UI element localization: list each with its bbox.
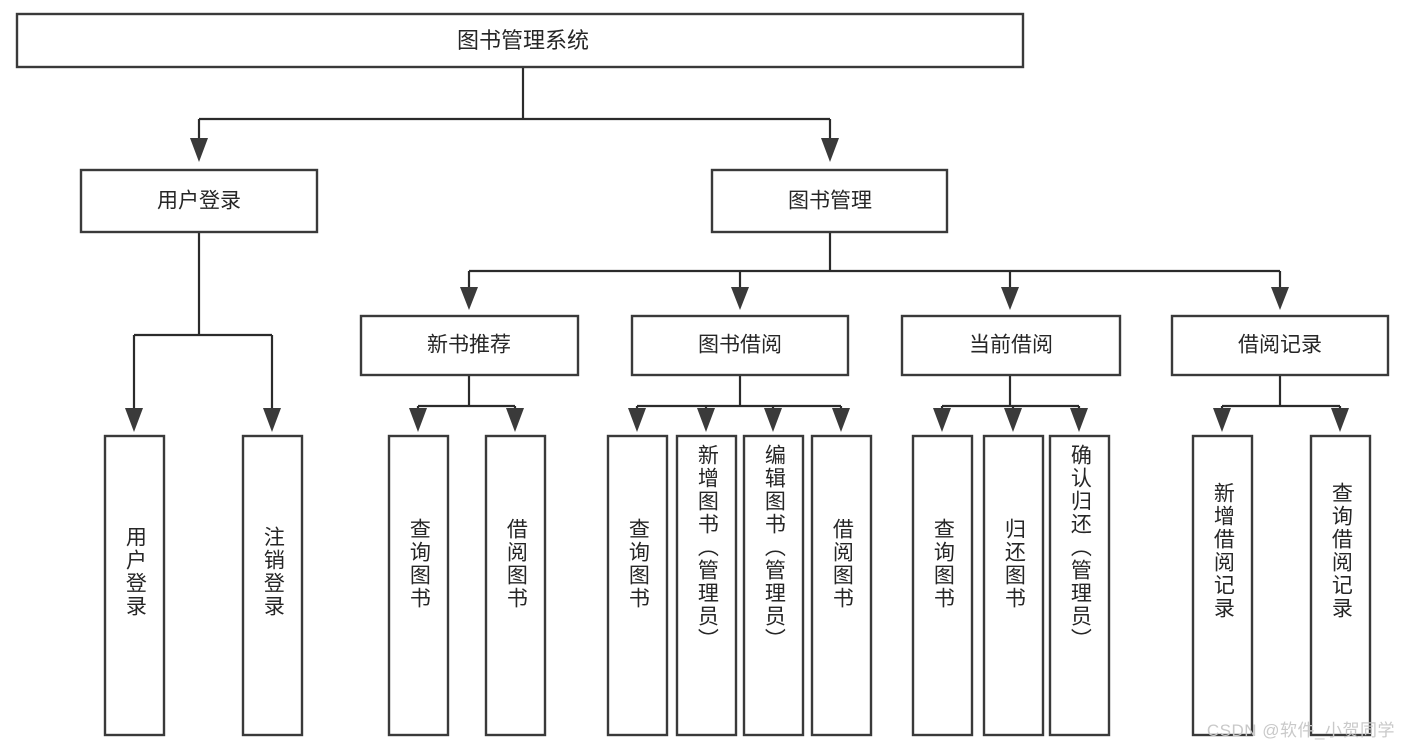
node-new-book-rec-label: 新书推荐: [427, 334, 511, 357]
leaf-box-borrow-book-1[interactable]: [484, 434, 547, 737]
leaf-box-add-book[interactable]: [675, 434, 738, 737]
arrow-head-icon: [125, 408, 143, 432]
arrow-head-icon: [460, 287, 478, 310]
connector-userlogin-to-leaves: [125, 232, 281, 432]
connector-newbook-to-leaves: [409, 375, 524, 432]
node-current-borrow-label: 当前借阅: [969, 334, 1053, 357]
node-book-manage-box[interactable]: [710, 168, 949, 234]
arrow-head-icon: [933, 408, 951, 432]
node-new-book-rec-box[interactable]: [359, 314, 580, 377]
leaf-box-borrow-book-2[interactable]: [810, 434, 873, 737]
leaf-box-return-book[interactable]: [982, 434, 1045, 737]
arrow-head-icon: [697, 408, 715, 432]
node-root-box[interactable]: [15, 12, 1025, 69]
arrow-head-icon: [409, 408, 427, 432]
leaf-box-user-logout[interactable]: [241, 434, 304, 737]
node-book-manage-label: 图书管理: [788, 190, 872, 213]
node-user-login-box[interactable]: [79, 168, 319, 234]
watermark-text: CSDN @软件_小贺同学: [1206, 721, 1395, 740]
node-book-borrow-label: 图书借阅: [698, 334, 782, 357]
node-book-borrow-box[interactable]: [630, 314, 850, 377]
arrow-head-icon: [1271, 287, 1289, 310]
arrow-head-icon: [263, 408, 281, 432]
arrow-head-icon: [731, 287, 749, 310]
leaf-box-confirm-return[interactable]: [1048, 434, 1111, 737]
node-user-login-label: 用户登录: [157, 190, 241, 213]
arrow-head-icon: [1331, 408, 1349, 432]
node-current-borrow[interactable]: 当前借阅: [900, 314, 1122, 377]
arrow-head-icon: [506, 408, 524, 432]
arrow-head-icon: [1001, 287, 1019, 310]
connector-bookborrow-to-leaves: [628, 375, 850, 432]
connector-currentborrow-to-leaves: [933, 375, 1088, 432]
leaf-boxes: [103, 434, 1372, 737]
node-borrow-record[interactable]: 借阅记录: [1170, 314, 1390, 377]
node-current-borrow-box[interactable]: [900, 314, 1122, 377]
node-borrow-record-box[interactable]: [1170, 314, 1390, 377]
leaf-box-add-record[interactable]: [1191, 434, 1254, 737]
leaf-box-user-login[interactable]: [103, 434, 166, 737]
arrow-head-icon: [628, 408, 646, 432]
leaf-box-edit-book[interactable]: [742, 434, 805, 737]
arrow-head-icon: [1070, 408, 1088, 432]
leaf-box-query-book-3[interactable]: [911, 434, 974, 737]
arrow-head-icon: [1004, 408, 1022, 432]
node-new-book-rec[interactable]: 新书推荐: [359, 314, 580, 377]
leaf-box-query-book-1[interactable]: [387, 434, 450, 737]
node-user-login[interactable]: 用户登录: [79, 168, 319, 234]
arrow-head-icon: [764, 408, 782, 432]
node-book-manage[interactable]: 图书管理: [710, 168, 949, 234]
arrow-head-icon: [1213, 408, 1231, 432]
arrow-head-icon: [821, 138, 839, 162]
node-borrow-record-label: 借阅记录: [1238, 334, 1322, 357]
node-root[interactable]: 图书管理系统: [15, 12, 1025, 69]
arrow-head-icon: [190, 138, 208, 162]
connector-root-to-level2: [190, 67, 839, 162]
node-root-label: 图书管理系统: [457, 28, 589, 53]
leaf-box-query-book-2[interactable]: [606, 434, 669, 737]
node-book-borrow[interactable]: 图书借阅: [630, 314, 850, 377]
arrow-head-icon: [832, 408, 850, 432]
connector-borrowrecord-to-leaves: [1213, 375, 1349, 432]
leaf-box-query-record[interactable]: [1309, 434, 1372, 737]
connector-bookmanage-to-level3: [460, 232, 1289, 310]
